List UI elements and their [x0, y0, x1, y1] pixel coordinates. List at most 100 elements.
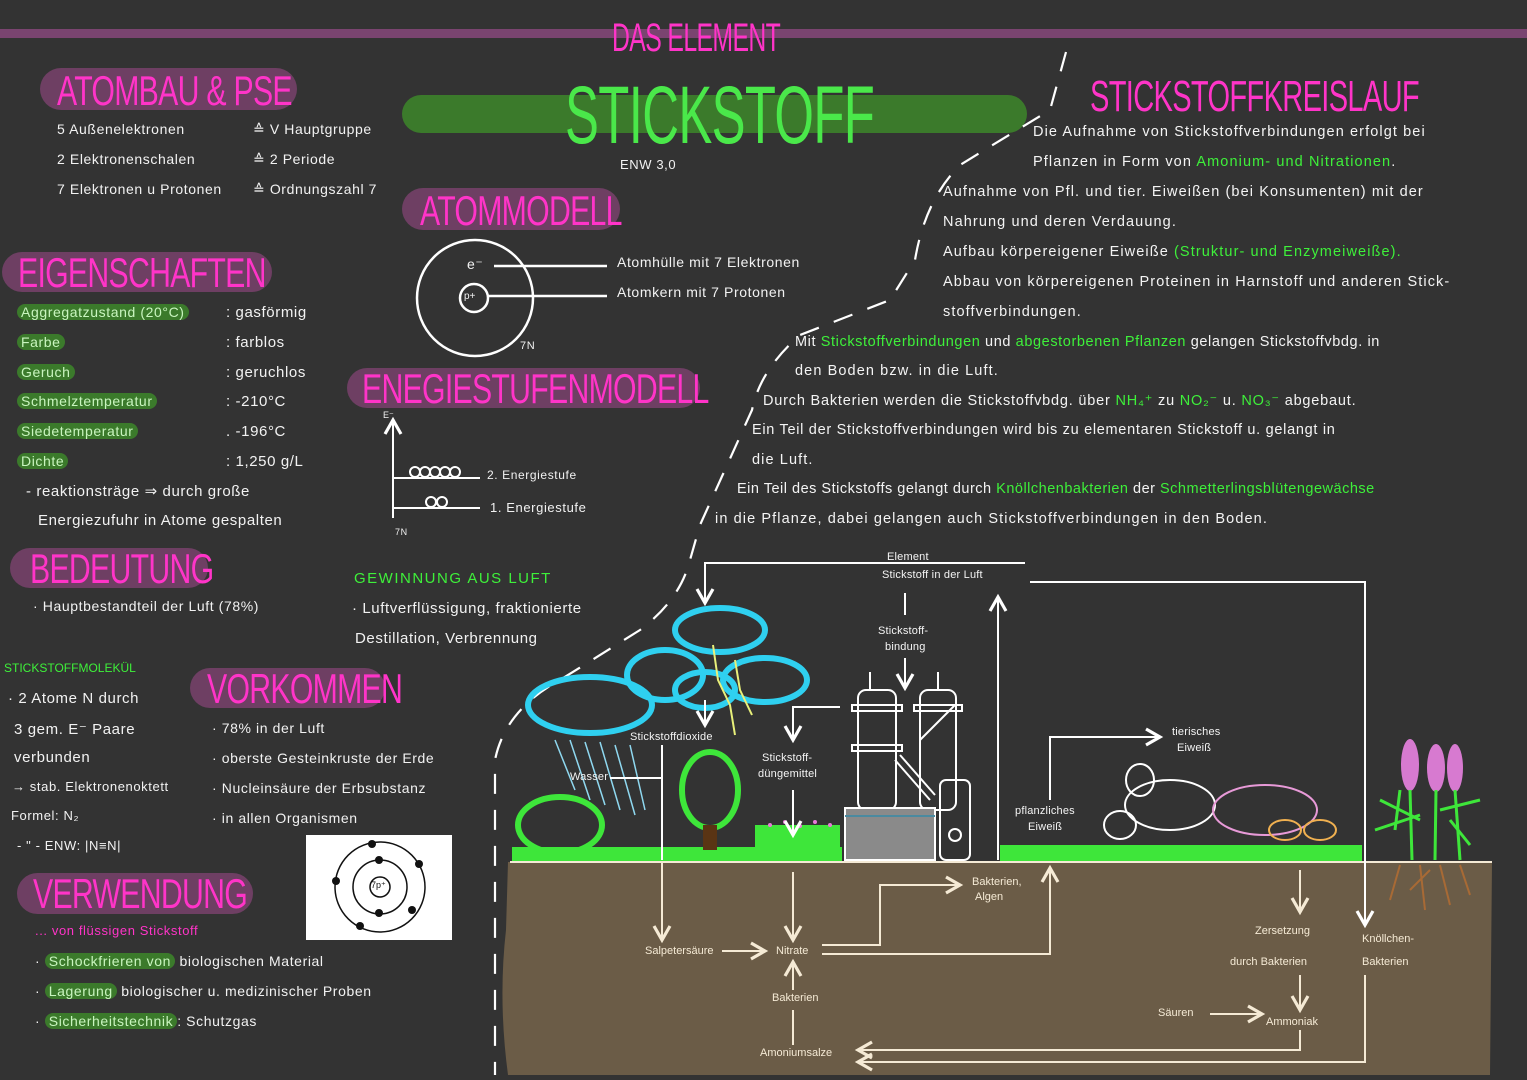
label-element: Element [887, 551, 929, 563]
vorkommen-item: · 78% in der Luft [212, 720, 325, 736]
kreislauf-highlight: Knöllchenbakterien [996, 481, 1129, 497]
kreislauf-text: Aufbau körpereigener Eiweiße [943, 244, 1174, 260]
atombau-right-0: ≙ V Hauptgruppe [253, 121, 372, 137]
verwendung-item-highlight: Sicherheitstechnik [44, 1013, 178, 1029]
atom-picture-nucleus: 7p⁺ [371, 880, 386, 890]
label-dioxide: Stickstoffdioxide [630, 731, 713, 743]
atom-picture [306, 835, 452, 940]
verwendung-item: · Schockfrieren von biologischen Materia… [35, 953, 324, 969]
kreislauf-highlight: abgestorbenen Pflanzen [1015, 334, 1187, 350]
kreislauf-highlight: Stickstoffverbindungen [820, 334, 981, 350]
page-title: STICKSTOFF [565, 70, 875, 161]
kreislauf-line: Abbau von körpereigenen Proteinen in Har… [943, 274, 1450, 290]
label-decomposition: durch Bakterien [1230, 956, 1308, 968]
kreislauf-line: die Luft. [752, 452, 814, 468]
molekuel-line: · 2 Atome N durch [8, 690, 140, 707]
property-label: Siedetemperatur [17, 423, 138, 439]
energy-axis-label: E⁻ [383, 410, 394, 420]
cycle-arrows [610, 562, 1375, 929]
kreislauf-text: Aufnahme von Pfl. und tier. Eiweißen (be… [943, 184, 1424, 200]
property-row: Schmelztemperatur [17, 393, 157, 409]
vorkommen-item: · in allen Organismen [212, 810, 358, 826]
verwendung-item: · Sicherheitstechnik: Schutzgas [35, 1013, 257, 1029]
kreislauf-line: in die Pflanze, dabei gelangen auch Stic… [715, 511, 1268, 527]
verwendung-heading-pill [17, 873, 253, 914]
molekuel-line: 3 gem. E⁻ Paare [14, 721, 136, 738]
bedeutung-heading-pill [10, 548, 208, 588]
label-fixation: Stickstoff- [878, 625, 929, 637]
molekuel-line: verbunden [14, 749, 91, 766]
kreislauf-highlight: (Struktur- und Enzymeiweiße). [1174, 244, 1402, 260]
verwendung-item-highlight: Lagerung [44, 983, 117, 999]
title-pill [402, 95, 1027, 133]
label-fixation: bindung [885, 641, 926, 653]
atombau-left-2: 7 Elektronen u Protonen [57, 181, 222, 197]
atommodell-heading-pill [402, 188, 620, 230]
eigenschaften-heading-pill [2, 252, 272, 292]
dashed-divider [493, 51, 1068, 1075]
label-bacteria-algae: Algen [975, 891, 1004, 903]
label-bacteria-algae: Bakterien, [972, 876, 1022, 888]
verwendung-item-highlight: Schockfrieren von [44, 953, 176, 969]
lightning [712, 644, 753, 736]
molekuel-line: - " - ENW: |N≡N| [17, 838, 122, 853]
bedeutung-heading: BEDEUTUNG [30, 545, 214, 592]
eigenschaften-heading: EIGENSCHAFTEN [18, 249, 266, 296]
bedeutung-item: · Hauptbestandteil der Luft (78%) [33, 598, 260, 614]
kreislauf-line: Ein Teil der Stickstoffverbindungen wird… [752, 422, 1336, 438]
label-nitric-acid: Salpetersäure [645, 945, 714, 957]
verwendung-item-text: : Schutzgas [177, 1013, 257, 1029]
vorkommen-item: · oberste Gesteinkruste der Erde [212, 750, 435, 766]
atombau-right-2: ≙ Ordnungszahl 7 [253, 181, 378, 197]
verwendung-item: · Lagerung biologischer u. medizinischer… [35, 983, 372, 999]
tree-trunk [703, 825, 717, 850]
property-label: Dichte [17, 453, 69, 469]
grass [512, 825, 1362, 861]
energy-symbol: 7N [395, 527, 408, 537]
label-animal-protein: tierisches [1172, 726, 1221, 738]
gewinnung-line: Destillation, Verbrennung [355, 630, 538, 647]
property-row: Geruch [17, 364, 75, 380]
kreislauf-text: der [1128, 481, 1161, 497]
label-nodule-bacteria: Knöllchen- [1362, 933, 1414, 945]
atom-nucleus-label: Atomkern mit 7 Protonen [617, 284, 786, 300]
label-nodule-bacteria: Bakterien [1362, 956, 1409, 968]
label-bacteria: Bakterien [772, 992, 819, 1004]
label-plant-protein: pflanzliches [1015, 805, 1075, 817]
kreislauf-text: u. [1218, 393, 1242, 409]
label-nitrogen-air: Stickstoff in der Luft [882, 569, 983, 581]
kreislauf-text: Pflanzen in Form von [1033, 154, 1197, 170]
property-value: : -210°C [226, 393, 286, 410]
vorkommen-heading-pill [190, 668, 385, 708]
property-value: : farblos [226, 334, 285, 351]
property-value: : 1,250 g/L [226, 453, 304, 470]
kreislauf-line: Aufbau körpereigener Eiweiße (Struktur- … [943, 244, 1402, 260]
property-label: Aggregatzustand (20°C) [17, 304, 189, 320]
energy-level-diagram [383, 416, 480, 518]
kreislauf-highlight: NH₄⁺ [1115, 393, 1154, 409]
kreislauf-text: den Boden bzw. in die Luft. [795, 363, 999, 379]
kreislauf-line: Mit Stickstoffverbindungen und abgestorb… [795, 334, 1380, 350]
label-water: Wasser [570, 771, 609, 783]
atombau-heading-pill [40, 68, 297, 110]
verwendung-subtitle: ... von flüssigen Stickstoff [35, 923, 199, 938]
kreislauf-text: stoffverbindungen. [943, 304, 1082, 320]
electronegativity: ENW 3,0 [620, 157, 677, 172]
label-fertilizer: Stickstoff- [762, 752, 813, 764]
kreislauf-text: gelangen Stickstoffvbdg. in [1186, 334, 1380, 350]
kreislauf-highlight: NO₃⁻ [1241, 393, 1280, 409]
kreislauf-text: die Luft. [752, 452, 814, 468]
energiestufen-heading-pill [347, 368, 700, 408]
gewinnung-heading: GEWINNUNG AUS LUFT [354, 570, 552, 587]
energy-level-label: 2. Energiestufe [487, 468, 577, 482]
property-label: Farbe [17, 334, 65, 350]
kreislauf-line: Durch Bakterien werden die Stickstoffvbd… [763, 393, 1356, 409]
electron-label: e⁻ [467, 256, 484, 272]
vorkommen-item: · Nucleinsäure der Erbsubstanz [212, 780, 427, 796]
kreislauf-line: Aufnahme von Pfl. und tier. Eiweißen (be… [943, 184, 1424, 200]
kreislauf-text: Durch Bakterien werden die Stickstoffvbd… [763, 393, 1116, 409]
property-row: Farbe [17, 334, 65, 350]
label-ammonia: Ammoniak [1266, 1016, 1318, 1028]
atom-symbol: 7N [520, 340, 536, 352]
